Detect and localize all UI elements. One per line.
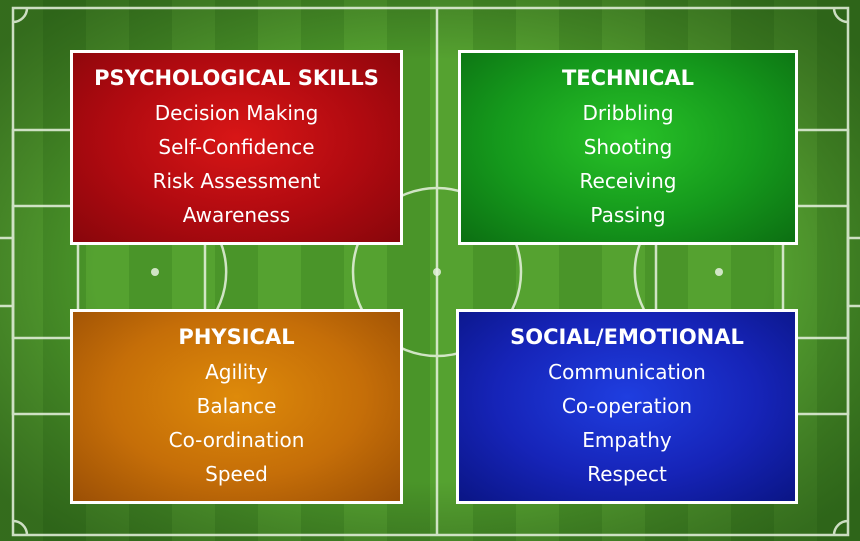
left-penalty-spot (151, 268, 159, 276)
list-item: Awareness (182, 202, 291, 227)
list-item: Risk Assessment (152, 168, 321, 193)
list-item: Shooting (583, 134, 673, 159)
list-item: Empathy (582, 427, 672, 452)
list-item: Co-operation (561, 393, 693, 418)
box-title: TECHNICAL (561, 65, 695, 90)
list-item: Receiving (579, 168, 677, 193)
list-item: Decision Making (154, 100, 319, 125)
corner-arc-top-left (12, 7, 29, 24)
corner-arc-bottom-left (12, 519, 29, 536)
list-item: Communication (548, 359, 706, 384)
list-item: Speed (205, 461, 268, 486)
box-title: PHYSICAL (178, 324, 295, 349)
box-title: SOCIAL/EMOTIONAL (510, 324, 744, 349)
list-item: Balance (196, 393, 277, 418)
physical-box: PHYSICAL Agility Balance Co-ordination S… (70, 309, 403, 504)
list-item: Respect (587, 461, 667, 486)
list-item: Self-Confidence (158, 134, 315, 159)
center-spot (433, 268, 441, 276)
right-penalty-spot (715, 268, 723, 276)
psychological-skills-box: PSYCHOLOGICAL SKILLS Decision Making Sel… (70, 50, 403, 245)
box-title: PSYCHOLOGICAL SKILLS (94, 65, 379, 90)
list-item: Co-ordination (168, 427, 305, 452)
left-goal (0, 236, 15, 308)
list-item: Agility (205, 359, 268, 384)
center-circle (351, 186, 523, 358)
right-goal (846, 236, 860, 308)
list-item: Dribbling (582, 100, 674, 125)
technical-box: TECHNICAL Dribbling Shooting Receiving P… (458, 50, 798, 245)
social-emotional-box: SOCIAL/EMOTIONAL Communication Co-operat… (456, 309, 798, 504)
corner-arc-bottom-right (832, 519, 849, 536)
list-item: Passing (590, 202, 666, 227)
corner-arc-top-right (832, 7, 849, 24)
